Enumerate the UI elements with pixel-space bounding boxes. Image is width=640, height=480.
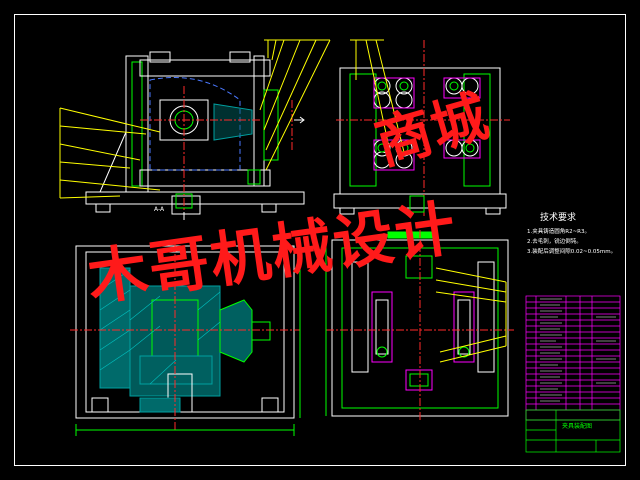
tech-requirement-item: 2.去毛刺，锐边倒钝。: [527, 239, 582, 245]
bom-table: [525, 295, 621, 453]
view-markers: [183, 116, 305, 220]
front-view: [59, 39, 331, 216]
tech-requirement-item: 3.装配后调整间隙0.02~0.05mm。: [527, 249, 617, 255]
tech-requirements-title: 技术要求: [540, 213, 577, 223]
section-label: A-A: [154, 206, 165, 213]
side-view: [333, 39, 510, 216]
title-block-drawing-name: 夹具装配图: [562, 423, 593, 430]
drawing-border: [14, 14, 626, 466]
plan-view: [70, 240, 301, 436]
section-view: [325, 230, 514, 420]
tech-requirement-item: 1.夹具铸造圆角R2~R3。: [527, 229, 590, 235]
